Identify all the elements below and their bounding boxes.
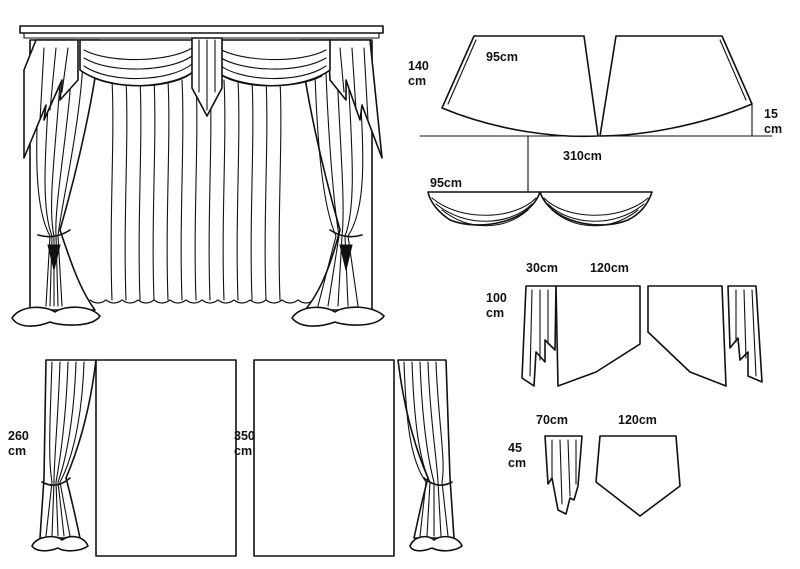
left-curtain-tieback — [41, 477, 71, 486]
valance-large-left — [555, 285, 641, 387]
swag-inner-line-left — [447, 39, 477, 105]
pleat-line — [110, 79, 114, 301]
total-width-label: 310cm — [563, 149, 602, 163]
swag-piece-left — [441, 35, 599, 138]
pleat-line — [57, 361, 77, 537]
pleat-line — [236, 79, 240, 301]
pleat-line — [51, 361, 61, 537]
right-curtain-puddle — [409, 535, 463, 552]
swag-front-left — [427, 191, 541, 226]
pleat-line — [264, 79, 268, 301]
swag-piece-right — [599, 35, 753, 137]
small-valance-width-label: 120cm — [618, 413, 657, 427]
pleat-line — [411, 361, 431, 537]
valance-width-label: 120cm — [590, 261, 629, 275]
curtain-illustration — [11, 25, 385, 327]
valance-large-right — [647, 285, 727, 387]
jabot-large-left — [521, 285, 557, 387]
pleat-line — [152, 79, 156, 301]
left-curtain-puddle — [31, 535, 89, 552]
jabot-width-label: 30cm — [526, 261, 558, 275]
left-tieback — [37, 229, 71, 238]
pleat-line — [57, 41, 85, 307]
pleat-line — [138, 79, 142, 301]
pleat-line — [124, 79, 128, 301]
sheer-pleats — [110, 79, 282, 301]
swag-front-right — [539, 191, 653, 226]
pleat-line — [427, 361, 442, 537]
pleat-line — [419, 361, 435, 537]
right-tieback — [329, 229, 363, 238]
pleat-line — [222, 79, 226, 301]
left-puddle — [11, 306, 101, 327]
pleat-line — [59, 361, 85, 537]
pleat-line — [278, 79, 282, 301]
pleat-line — [166, 79, 170, 301]
jabot-small — [544, 435, 583, 515]
swag-width-label: 95cm — [486, 50, 518, 64]
pleat-line — [45, 361, 53, 537]
swag-front-view: 95cm — [427, 176, 653, 227]
pleat-line — [55, 361, 69, 537]
left-panel — [95, 359, 237, 557]
sheer-hem — [89, 299, 315, 304]
small-jabot-width-label: 70cm — [536, 413, 568, 427]
cornice — [19, 25, 384, 34]
valance-small — [595, 435, 681, 517]
swag-bottom-width-label: 95cm — [430, 176, 462, 190]
pleat-line — [180, 79, 184, 301]
swag-inner-line-right — [719, 39, 747, 101]
right-curtain-tieback — [423, 477, 453, 486]
pleat-line — [194, 79, 198, 301]
right-panel — [253, 359, 395, 557]
right-puddle — [291, 306, 385, 327]
pleat-line — [250, 79, 254, 301]
pleat-line — [435, 361, 449, 537]
